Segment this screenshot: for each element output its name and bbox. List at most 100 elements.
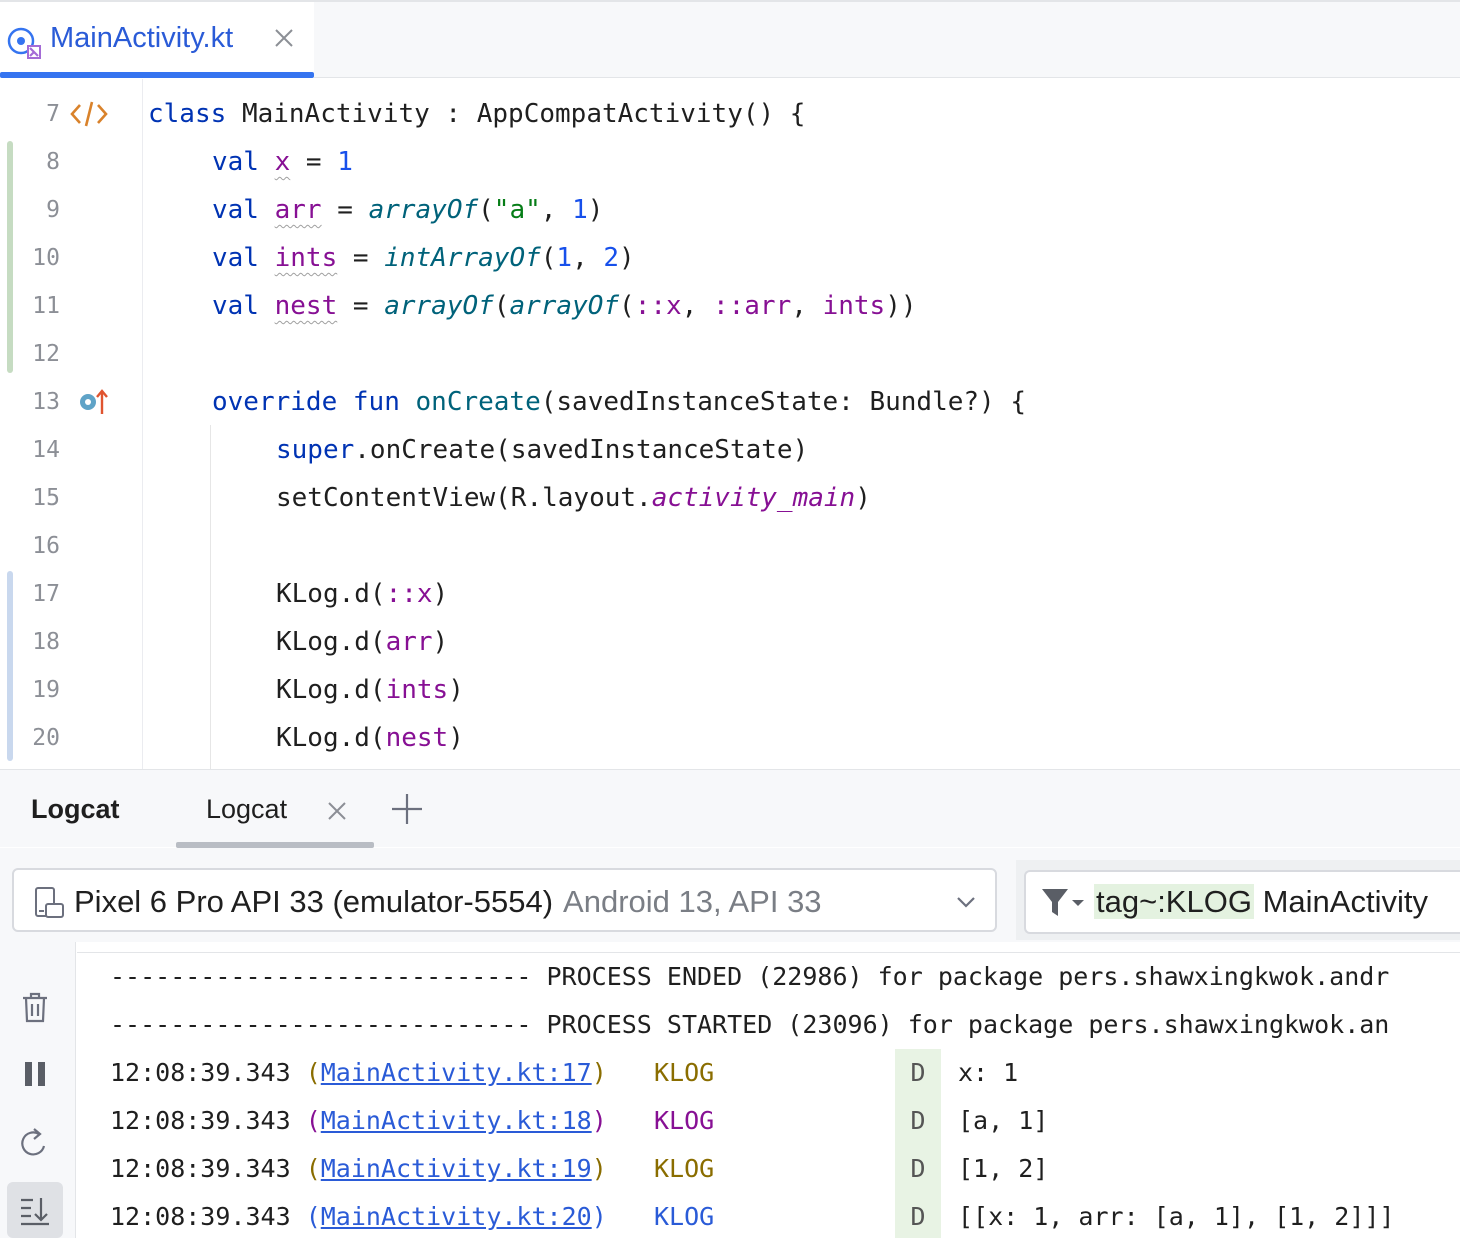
property-reference: nest	[385, 723, 449, 753]
code-text: ,	[791, 291, 823, 321]
function-name: onCreate	[415, 387, 541, 417]
log-lines[interactable]: ---------------------------- PROCESS END…	[77, 952, 1460, 1238]
active-tab-indicator	[0, 72, 314, 78]
scroll-to-end-button[interactable]	[7, 1182, 63, 1238]
code-text: ,	[572, 243, 604, 273]
code-line-10: val ints = intArrayOf(1, 2)	[212, 234, 635, 282]
code-line-15: setContentView(R.layout.activity_main)	[276, 474, 871, 522]
code-text: )	[587, 195, 604, 225]
active-tab-indicator	[176, 842, 374, 848]
code-line-19: KLog.d(ints)	[276, 666, 464, 714]
property-name: nest	[274, 291, 338, 321]
restart-icon	[21, 1128, 46, 1156]
keyword: val	[212, 147, 259, 177]
log-tag: KLOG	[654, 1154, 715, 1183]
filter-tag-token: tag~:KLOG	[1094, 884, 1254, 919]
code-text: )	[619, 243, 635, 273]
file-tab-mainactivity[interactable]: MainActivity.kt	[0, 2, 314, 78]
process-started-line: ---------------------------- PROCESS STA…	[110, 1010, 1390, 1039]
logcat-toolbar: Pixel 6 Pro API 33 (emulator-5554)Androi…	[0, 848, 1460, 942]
function-call: intArrayOf	[384, 243, 541, 273]
log-level-badge: D	[895, 1145, 941, 1193]
pause-logcat-button[interactable]	[7, 1046, 63, 1102]
source-link[interactable]: MainActivity.kt:18	[320, 1106, 592, 1135]
device-label: Pixel 6 Pro API 33 (emulator-5554)Androi…	[74, 884, 822, 920]
log-paren: (	[305, 1154, 321, 1183]
source-link[interactable]: MainActivity.kt:19	[320, 1154, 592, 1183]
keyword: fun	[352, 387, 400, 417]
code-text: =	[337, 243, 385, 273]
function-call: arrayOf	[384, 291, 494, 321]
line-number: 9	[46, 197, 60, 223]
source-link[interactable]: MainActivity.kt:20	[320, 1202, 592, 1231]
line-number: 17	[32, 581, 60, 607]
code-text: .onCreate(savedInstanceState)	[354, 435, 809, 465]
device-name: Pixel 6 Pro API 33 (emulator-5554)	[74, 884, 554, 919]
line-number: 13	[32, 389, 60, 415]
tab-logcat[interactable]: Logcat	[176, 770, 374, 848]
code-text: : AppCompatActivity() {	[429, 99, 806, 129]
kotlin-class-icon	[7, 27, 41, 59]
log-level-badge: D	[895, 1049, 941, 1097]
scroll-to-end-icon	[21, 1198, 49, 1226]
code-text: ,	[540, 195, 573, 225]
code-text: setContentView(R.layout.	[276, 483, 652, 513]
property-name: ints	[274, 243, 338, 273]
number-literal: 1	[337, 147, 353, 177]
keyword: class	[148, 99, 227, 129]
log-paren: (	[305, 1058, 321, 1087]
property-reference: ::x	[634, 291, 682, 321]
keyword: super	[276, 435, 355, 465]
function-call: arrayOf	[509, 291, 620, 321]
log-level-badge: D	[895, 1097, 941, 1145]
device-selector-dropdown[interactable]: Pixel 6 Pro API 33 (emulator-5554)Androi…	[12, 868, 997, 932]
code-line-9: val arr = arrayOf("a", 1)	[212, 186, 603, 234]
code-line-13: override fun onCreate(savedInstanceState…	[212, 378, 1026, 426]
log-message: [1, 2]	[958, 1154, 1049, 1183]
indent-guide	[210, 425, 211, 769]
log-message: [a, 1]	[958, 1106, 1049, 1135]
log-paren: (	[305, 1106, 321, 1135]
process-ended-line: ---------------------------- PROCESS END…	[110, 962, 1390, 991]
filter-icon[interactable]	[1040, 886, 1086, 920]
keyword: val	[212, 291, 259, 321]
code-xml-icon[interactable]	[70, 99, 108, 129]
keyword: val	[212, 195, 259, 225]
add-tab-icon[interactable]	[390, 792, 424, 826]
source-link[interactable]: MainActivity.kt:17	[320, 1058, 592, 1087]
log-time: 12:08:39.343	[110, 1106, 291, 1135]
vcs-modified-lines-marker[interactable]	[7, 571, 13, 761]
class-name: MainActivity	[241, 99, 430, 129]
close-icon[interactable]	[326, 800, 348, 822]
restart-logcat-button[interactable]	[7, 1114, 63, 1170]
property-reference: ::x	[385, 579, 433, 609]
string-literal: "a"	[493, 195, 541, 225]
clear-logcat-button[interactable]	[7, 978, 63, 1034]
close-tab-icon[interactable]	[272, 26, 296, 50]
log-time: 12:08:39.343	[110, 1058, 291, 1087]
code-editor[interactable]: 7 8 9 10 11 12 13 14 15 16 17 18 19 20 c…	[0, 79, 1460, 769]
line-number: 18	[32, 629, 60, 655]
log-message: x: 1	[958, 1058, 1019, 1087]
filter-container: tag~:KLOG MainActivity	[1016, 860, 1460, 940]
line-number: 10	[32, 245, 60, 271]
override-method-icon[interactable]	[78, 387, 110, 417]
code-text: KLog.d(	[276, 579, 386, 609]
logcat-tab-label: Logcat	[206, 794, 288, 824]
log-paren: )	[591, 1106, 607, 1135]
line-number: 7	[46, 101, 60, 127]
line-number: 11	[32, 293, 60, 319]
logcat-filter-input[interactable]: tag~:KLOG MainActivity	[1024, 870, 1460, 934]
code-text: ,	[681, 291, 713, 321]
tool-window-title: Logcat	[31, 794, 120, 824]
pause-icon	[25, 1062, 45, 1086]
log-level-badge: D	[895, 1193, 941, 1238]
log-time: 12:08:39.343	[110, 1202, 291, 1231]
code-line-20: KLog.d(nest)	[276, 714, 464, 762]
chevron-down-icon[interactable]	[954, 890, 978, 914]
log-tag: KLOG	[654, 1106, 715, 1135]
code-area[interactable]: class MainActivity : AppCompatActivity()…	[148, 79, 1460, 769]
log-paren: )	[591, 1058, 607, 1087]
vcs-added-lines-marker[interactable]	[7, 141, 13, 373]
code-line-18: KLog.d(arr)	[276, 618, 448, 666]
